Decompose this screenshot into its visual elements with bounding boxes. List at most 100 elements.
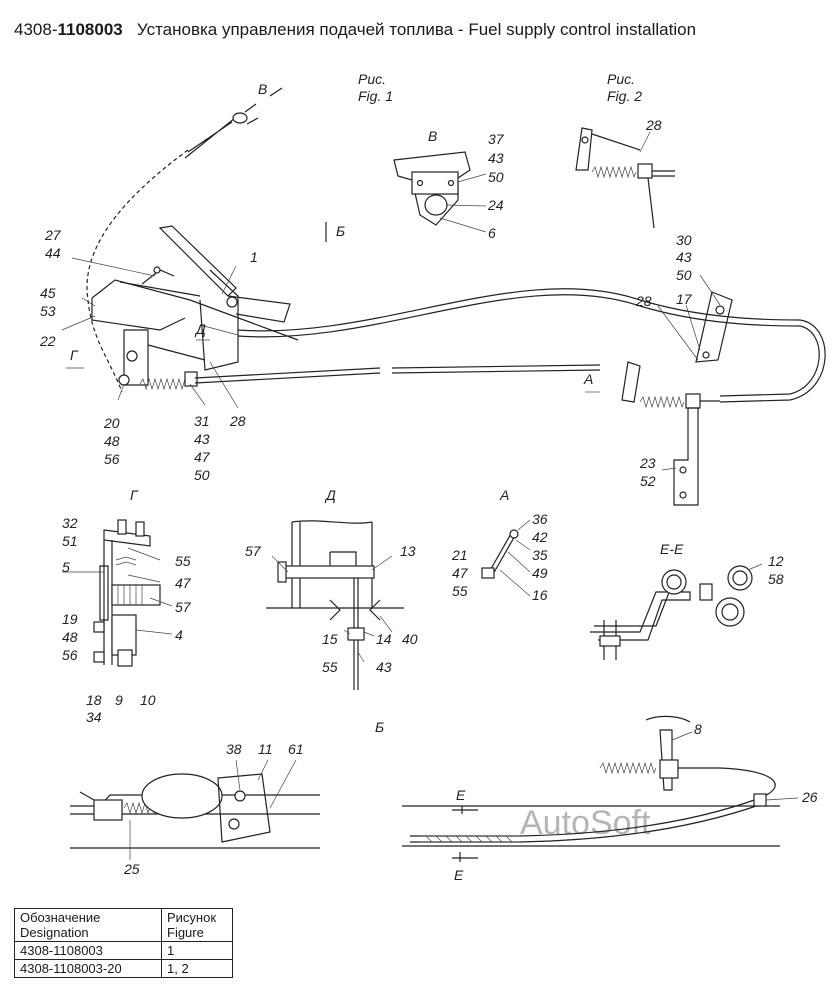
- table-row: 4308-1108003-20 1, 2: [14, 959, 233, 978]
- callout-6: 6: [488, 225, 496, 241]
- callout-50-r: 50: [676, 267, 692, 283]
- title-code-prefix: 4308-: [14, 20, 58, 39]
- view-label-a-arrow: А: [583, 371, 593, 387]
- callout-35: 35: [532, 547, 548, 563]
- table-header-designation: Обозначение Designation: [14, 908, 162, 942]
- callout-27: 27: [44, 227, 62, 243]
- callout-50: 50: [194, 467, 210, 483]
- section-e-detail: [590, 563, 763, 660]
- callout-18: 18: [86, 692, 102, 708]
- view-label-v: В: [428, 128, 437, 144]
- view-label-d: Д: [324, 487, 336, 503]
- callout-40: 40: [402, 631, 418, 647]
- callout-57-d: 57: [245, 543, 262, 559]
- callout-55-a: 55: [452, 583, 468, 599]
- callout-43-v: 43: [488, 150, 504, 166]
- callout-15: 15: [322, 631, 338, 647]
- callout-44: 44: [45, 245, 61, 261]
- callout-20: 20: [103, 415, 120, 431]
- callout-16: 16: [532, 587, 548, 603]
- callout-5: 5: [62, 559, 70, 575]
- callout-50-v: 50: [488, 169, 504, 185]
- callout-48-g: 48: [62, 629, 78, 645]
- view-label-a: А: [499, 487, 509, 503]
- callout-55-g: 55: [175, 553, 191, 569]
- callout-42: 42: [532, 529, 548, 545]
- view-v-detail: [393, 151, 487, 233]
- callout-43: 43: [194, 431, 210, 447]
- callout-4: 4: [175, 627, 183, 643]
- callout-28-fig2: 28: [645, 117, 662, 133]
- callout-58: 58: [768, 571, 784, 587]
- main-assembly: [61, 87, 826, 506]
- callout-52: 52: [640, 473, 656, 489]
- callout-38: 38: [226, 741, 242, 757]
- header-designation-ru: Обозначение: [20, 910, 101, 925]
- callout-37: 37: [488, 131, 505, 147]
- callout-56: 56: [104, 451, 120, 467]
- fig1-caption-en: Fig. 1: [358, 88, 393, 104]
- table-cell-figure: 1: [161, 941, 233, 960]
- callout-36: 36: [532, 511, 548, 527]
- view-label-d-arrow: Д: [194, 321, 206, 337]
- view-d-detail: [266, 520, 404, 690]
- callout-53: 53: [40, 303, 56, 319]
- title-text: Установка управления подачей топлива - F…: [136, 20, 697, 39]
- view-label-g: Г: [130, 487, 139, 503]
- callout-34: 34: [86, 709, 102, 725]
- view-b-right: [402, 715, 799, 862]
- table-row: 4308-1108003 1: [14, 941, 233, 960]
- callout-57-g: 57: [175, 599, 192, 615]
- callout-23: 23: [639, 455, 656, 471]
- callout-30: 30: [676, 232, 692, 248]
- header-figure-en: Figure: [167, 925, 204, 940]
- view-label-v-arrow: В: [258, 81, 267, 97]
- callout-47: 47: [194, 449, 211, 465]
- callout-45: 45: [40, 285, 56, 301]
- callout-22: 22: [39, 333, 56, 349]
- callout-12: 12: [768, 553, 784, 569]
- callout-11: 11: [258, 741, 273, 757]
- callout-43-d: 43: [376, 659, 392, 675]
- view-g-detail: [62, 519, 173, 667]
- callout-51: 51: [62, 533, 78, 549]
- callout-28-r: 28: [635, 293, 652, 309]
- callout-43-r: 43: [676, 249, 692, 265]
- view-b-left: [70, 759, 320, 860]
- table-header-row: Обозначение Designation Рисунок Figure: [14, 908, 233, 942]
- callout-28: 28: [229, 413, 246, 429]
- view-label-e-e: Е-Е: [660, 541, 684, 557]
- callout-24: 24: [487, 197, 504, 213]
- table-cell-designation: 4308-1108003-20: [14, 959, 162, 978]
- callout-14: 14: [376, 631, 392, 647]
- callout-19: 19: [62, 611, 78, 627]
- table-cell-figure: 1, 2: [161, 959, 233, 978]
- fig1-caption-ru: Рис.: [358, 71, 386, 87]
- callout-48: 48: [104, 433, 120, 449]
- fig2-caption-ru: Рис.: [607, 71, 635, 87]
- variant-table: Обозначение Designation Рисунок Figure 4…: [14, 908, 233, 978]
- callout-8: 8: [694, 721, 702, 737]
- callout-55-d: 55: [322, 659, 338, 675]
- callout-56-g: 56: [62, 647, 78, 663]
- page-title: 4308-1108003 Установка управления подаче…: [14, 20, 696, 40]
- callout-49: 49: [532, 565, 548, 581]
- callout-1: 1: [250, 249, 258, 265]
- header-designation-en: Designation: [20, 925, 89, 940]
- table-header-figure: Рисунок Figure: [161, 908, 233, 942]
- fig2-detail: [575, 127, 675, 229]
- header-figure-ru: Рисунок: [167, 910, 217, 925]
- view-label-g-arrow: Г: [70, 347, 79, 363]
- callout-26: 26: [801, 789, 818, 805]
- view-label-b-arrow: Б: [336, 223, 345, 239]
- callout-17: 17: [676, 291, 693, 307]
- section-mark-e-bottom: Е: [454, 867, 464, 883]
- callout-10: 10: [140, 692, 156, 708]
- view-label-b: Б: [375, 719, 384, 735]
- callout-47-g: 47: [175, 575, 192, 591]
- callout-47-a: 47: [452, 565, 469, 581]
- section-mark-e-top: Е: [456, 787, 466, 803]
- callout-32: 32: [62, 515, 78, 531]
- callout-25: 25: [123, 861, 140, 877]
